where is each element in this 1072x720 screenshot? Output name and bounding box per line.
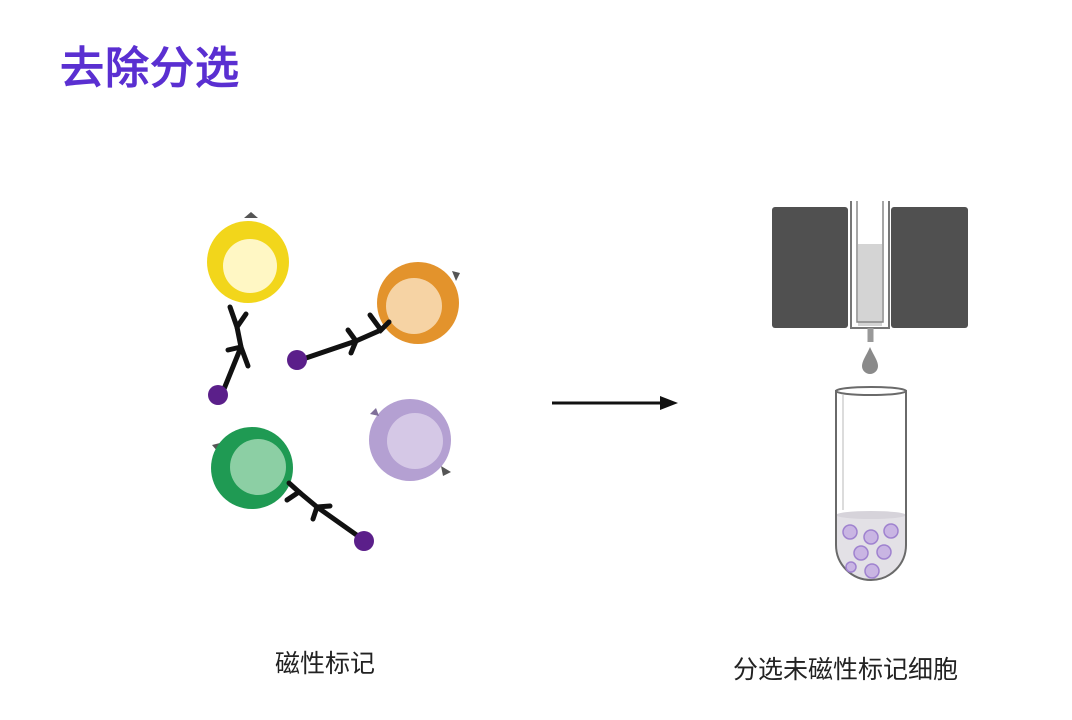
separation-column bbox=[850, 201, 890, 342]
yellow-cell bbox=[207, 212, 289, 405]
antibody bbox=[221, 304, 251, 392]
collection-tube bbox=[835, 386, 907, 581]
droplet bbox=[862, 347, 878, 374]
surface-antigen bbox=[441, 466, 451, 476]
magnetic-bead bbox=[208, 385, 228, 405]
cell-nucleus bbox=[230, 439, 286, 495]
cell-nucleus bbox=[386, 278, 442, 334]
magnetic-bead bbox=[287, 350, 307, 370]
separation-caption: 分选未磁性标记细胞 bbox=[733, 655, 959, 684]
cell-nucleus bbox=[223, 239, 277, 293]
antibody bbox=[303, 312, 392, 361]
cell-nucleus bbox=[387, 413, 443, 469]
surface-antigen bbox=[370, 408, 379, 416]
magnet-right bbox=[891, 207, 968, 328]
separation-panel bbox=[772, 201, 968, 581]
tube-cells bbox=[842, 523, 899, 579]
antibody bbox=[284, 480, 361, 539]
labeling-caption: 磁性标记 bbox=[275, 649, 376, 678]
surface-antigen bbox=[452, 271, 460, 281]
magnet-left bbox=[772, 207, 848, 328]
purple-cell bbox=[369, 399, 451, 481]
process-arrow bbox=[552, 396, 678, 410]
magnetic-bead bbox=[354, 531, 374, 551]
slide-title: 去除分选 bbox=[60, 43, 240, 94]
magnetic-labeling-panel bbox=[207, 212, 460, 551]
surface-antigen bbox=[244, 212, 258, 218]
orange-cell bbox=[287, 262, 460, 370]
green-cell bbox=[211, 427, 374, 551]
